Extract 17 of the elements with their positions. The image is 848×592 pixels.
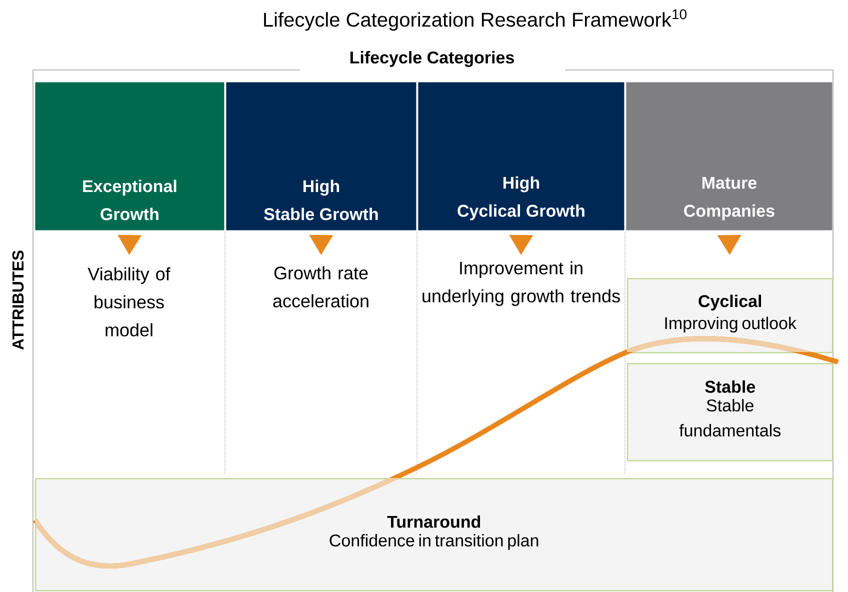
- category-box: Turnaround Confidence in transition plan: [35, 478, 834, 592]
- category-header: High Cyclical Growth: [418, 82, 624, 230]
- category-header: Mature Companies: [626, 82, 832, 230]
- arrow: [309, 234, 334, 255]
- axis-label: ATTRIBUTES: [12, 250, 24, 350]
- arrow: [509, 234, 534, 255]
- section-heading: Lifecycle Categories: [350, 51, 514, 67]
- title: Lifecycle Categorization Research Framework$^{10}$: [264, 9, 687, 31]
- category-header: Exceptional Growth: [35, 82, 224, 230]
- attribute-text: Improvement in underlying growth trends: [422, 261, 620, 306]
- category-box: Stable Stable fundamentals: [627, 363, 834, 462]
- arrow: [717, 234, 742, 255]
- attribute-text: Viability of business model: [88, 267, 170, 336]
- attribute-text: Growth rate acceleration: [273, 266, 368, 308]
- category-header: High Stable Growth: [226, 82, 416, 230]
- category-box: Cyclical Improving outlook: [627, 278, 834, 354]
- arrow: [118, 234, 142, 255]
